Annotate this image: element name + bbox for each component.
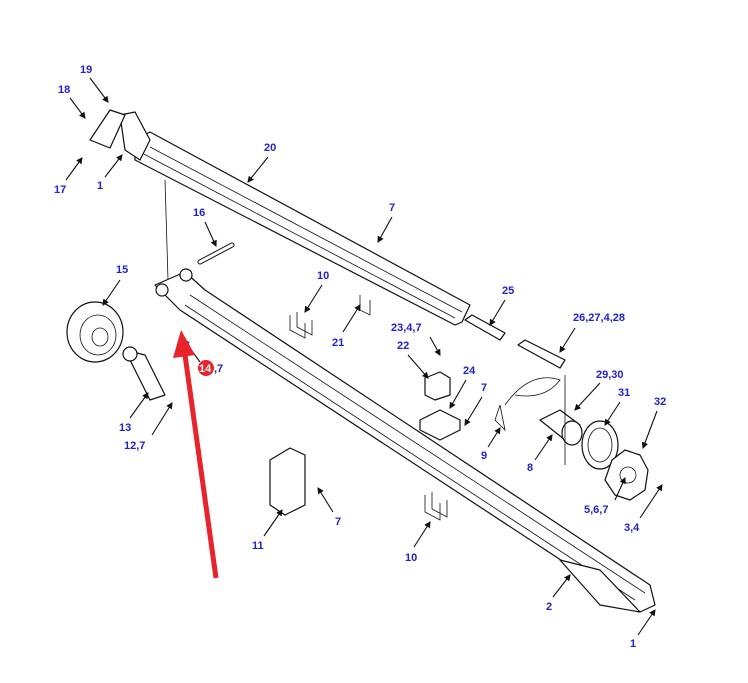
callout-31[interactable]: 31 bbox=[618, 387, 630, 399]
bar-26 bbox=[517, 339, 566, 369]
callout-16[interactable]: 16 bbox=[193, 207, 205, 219]
u-bolt-upper bbox=[289, 312, 313, 339]
callout-3-4[interactable]: 3,4 bbox=[624, 522, 640, 534]
callout-7[interactable]: 7 bbox=[335, 516, 341, 528]
callout-10[interactable]: 10 bbox=[317, 270, 329, 282]
callout-13[interactable]: 13 bbox=[119, 422, 131, 434]
callout-32[interactable]: 32 bbox=[654, 396, 666, 408]
callout-14[interactable]: 14 bbox=[199, 363, 212, 375]
bar-25 bbox=[464, 314, 506, 341]
callout-10[interactable]: 10 bbox=[405, 552, 417, 564]
callout-8[interactable]: 8 bbox=[527, 462, 533, 474]
callout-7[interactable]: 7 bbox=[389, 202, 395, 214]
callout-labels: 19 18 17 1 20 16 7 15 10 21 25 23,4,7 22… bbox=[54, 64, 666, 650]
callout-9[interactable]: 9 bbox=[481, 450, 487, 462]
callout-23-4-7[interactable]: 23,4,7 bbox=[391, 322, 422, 334]
callout-7[interactable]: 7 bbox=[481, 382, 487, 394]
callout-26-27-4-28[interactable]: 26,27,4,28 bbox=[573, 312, 625, 324]
leader-lines bbox=[65, 77, 663, 636]
wheel bbox=[66, 301, 166, 401]
callout-29-30[interactable]: 29,30 bbox=[596, 369, 624, 381]
upper-frame-beam bbox=[89, 109, 471, 326]
block-22 bbox=[424, 371, 451, 401]
callout-14-suffix: ,7 bbox=[214, 363, 223, 375]
callout-24[interactable]: 24 bbox=[463, 365, 476, 377]
callout-12-7[interactable]: 12,7 bbox=[124, 440, 145, 452]
callout-20[interactable]: 20 bbox=[264, 142, 276, 154]
bracket-11 bbox=[269, 447, 306, 516]
callout-17[interactable]: 17 bbox=[54, 184, 66, 196]
callout-22[interactable]: 22 bbox=[397, 340, 409, 352]
callout-1[interactable]: 1 bbox=[97, 180, 103, 192]
hub-assembly bbox=[494, 375, 649, 501]
callout-14-highlighted[interactable]: 14 ,7 bbox=[198, 360, 223, 376]
callout-5-6-7[interactable]: 5,6,7 bbox=[584, 504, 608, 516]
callout-15[interactable]: 15 bbox=[116, 264, 128, 276]
callout-1[interactable]: 1 bbox=[630, 638, 636, 650]
highlight-arrow bbox=[173, 330, 219, 579]
lower-frame-beam bbox=[154, 268, 656, 613]
highlight-badge bbox=[198, 360, 214, 376]
callout-19[interactable]: 19 bbox=[80, 64, 92, 76]
callout-25[interactable]: 25 bbox=[502, 285, 514, 297]
u-bolt-lower bbox=[424, 492, 448, 521]
callout-21[interactable]: 21 bbox=[332, 337, 344, 349]
u-bolt-21 bbox=[359, 295, 371, 316]
mount-24 bbox=[419, 409, 461, 441]
callout-11[interactable]: 11 bbox=[252, 540, 264, 552]
callout-2[interactable]: 2 bbox=[546, 601, 552, 613]
callout-18[interactable]: 18 bbox=[58, 84, 70, 96]
